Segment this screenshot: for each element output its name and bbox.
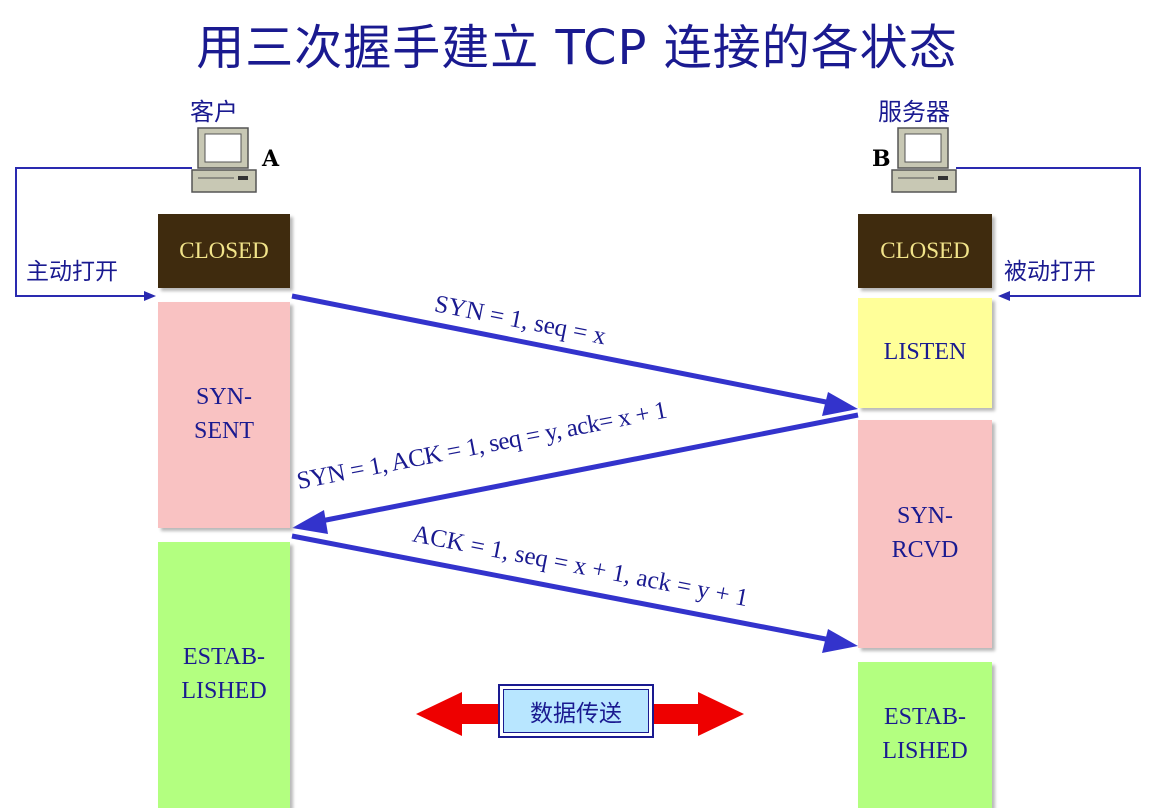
syn-ack-arrow (292, 412, 859, 534)
server-state-closed: CLOSED (858, 214, 992, 288)
active-open-label: 主动打开 (26, 259, 118, 285)
passive-open-arrow (956, 167, 1141, 301)
ack-arrow (291, 533, 858, 653)
client-state-syn-sent: SYN- SENT (158, 302, 290, 528)
server-state-established: ESTAB- LISHED (858, 662, 992, 808)
page-title: 用三次握手建立 TCP 连接的各状态 (196, 20, 958, 76)
data-transfer-box: 数据传送 (498, 684, 654, 738)
client-state-established: ESTAB- LISHED (158, 542, 290, 808)
server-computer-icon (891, 127, 957, 193)
active-open-arrow (15, 167, 192, 301)
data-transfer-arrow (416, 692, 744, 736)
data-transfer-label: 数据传送 (503, 689, 649, 733)
syn-arrow (291, 293, 858, 416)
server-state-syn-rcvd: SYN- RCVD (858, 420, 992, 648)
passive-open-label: 被动打开 (1004, 259, 1096, 285)
client-letter: A (262, 146, 280, 172)
client-computer-icon (191, 127, 257, 193)
server-letter: B (872, 146, 891, 172)
server-state-listen: LISTEN (858, 298, 992, 408)
server-label: 服务器 (878, 98, 950, 126)
client-state-closed: CLOSED (158, 214, 290, 288)
client-label: 客户 (190, 98, 238, 126)
